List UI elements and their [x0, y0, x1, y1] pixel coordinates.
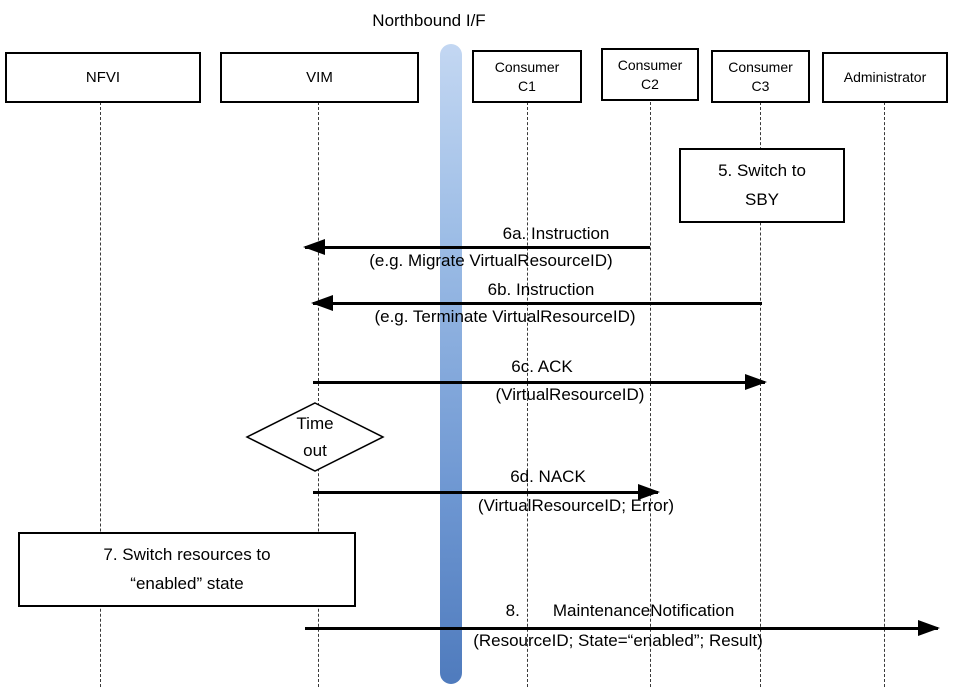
- note-switch-resources-enabled: 7. Switch resources to “enabled” state: [18, 532, 356, 607]
- actor-label-nfvi: NFVI: [85, 68, 121, 86]
- arrow-head-right-icon: [745, 374, 767, 390]
- arrow-shaft: [305, 245, 650, 249]
- arrow-head-left-icon: [303, 239, 325, 255]
- message-detail-6b: (e.g. Terminate VirtualResourceID): [374, 307, 636, 326]
- message-label-6c: 6c. ACK: [511, 357, 573, 376]
- actor-label-vim: VIM: [306, 68, 333, 86]
- lifeline-consumer-c1: [527, 102, 528, 687]
- actor-box-administrator: Administrator: [822, 52, 948, 103]
- lifeline-administrator: [884, 102, 885, 687]
- actor-box-consumer-c1: Consumer C1: [472, 50, 582, 103]
- arrow-head-right-icon: [918, 620, 940, 636]
- actor-label-administrator: Administrator: [843, 69, 927, 86]
- actor-box-nfvi: NFVI: [5, 52, 201, 103]
- message-label-6b: 6b. Instruction: [487, 280, 595, 299]
- actor-box-consumer-c3: Consumer C3: [711, 50, 810, 103]
- message-label-8: 8. MaintenanceNotification: [505, 601, 735, 620]
- arrow-head-right-icon: [638, 484, 660, 500]
- actor-box-vim: VIM: [220, 52, 419, 103]
- message-detail-6d: (VirtualResourceID; Error): [477, 496, 675, 515]
- message-label-6a: 6a. Instruction: [502, 224, 610, 243]
- timeout-diamond-shape-icon: [245, 402, 385, 472]
- arrow-head-left-icon: [311, 295, 333, 311]
- arrow-shaft: [313, 490, 658, 494]
- timeout-label: Time out: [296, 413, 334, 460]
- arrow-shaft: [313, 301, 762, 305]
- note-switch-to-sby-label: 5. Switch to SBY: [718, 160, 806, 209]
- actor-box-consumer-c2: Consumer C2: [601, 48, 699, 101]
- note-switch-resources-enabled-label: 7. Switch resources to “enabled” state: [103, 544, 271, 593]
- actor-label-consumer-c2: Consumer C2: [617, 57, 683, 92]
- lifeline-consumer-c2: [650, 102, 651, 687]
- note-switch-to-sby: 5. Switch to SBY: [679, 148, 845, 223]
- lifeline-vim: [318, 102, 319, 687]
- arrow-shaft: [305, 626, 938, 630]
- message-detail-8: (ResourceID; State=“enabled”; Result): [473, 631, 763, 650]
- timeout-diamond: Time out: [245, 402, 385, 472]
- northbound-if-bar: [440, 44, 462, 684]
- message-label-6d: 6d. NACK: [510, 467, 586, 486]
- message-detail-6c: (VirtualResourceID): [495, 385, 645, 404]
- diagram-title: Northbound I/F: [372, 11, 486, 30]
- arrow-shaft: [313, 380, 765, 384]
- actor-label-consumer-c1: Consumer C1: [494, 59, 560, 94]
- lifeline-nfvi: [100, 102, 101, 687]
- lifeline-consumer-c3: [760, 102, 761, 687]
- message-detail-6a: (e.g. Migrate VirtualResourceID): [369, 251, 613, 270]
- actor-label-consumer-c3: Consumer C3: [728, 59, 793, 94]
